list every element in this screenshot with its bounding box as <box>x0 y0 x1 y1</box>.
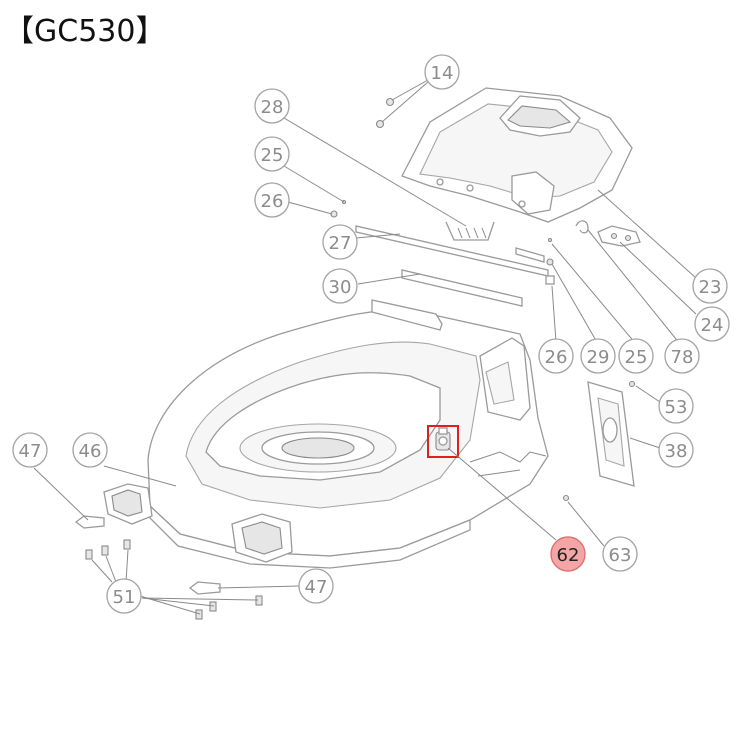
highlight-box <box>427 425 459 458</box>
callout-25-left: 25 <box>254 136 290 172</box>
callout-38: 38 <box>658 432 694 468</box>
screws-14 <box>375 97 395 129</box>
wheel-bracket-front <box>231 513 293 563</box>
callout-23: 23 <box>692 268 728 304</box>
screws-51 <box>85 539 263 620</box>
svg-text:51: 51 <box>113 587 136 608</box>
spring-78 <box>575 220 589 234</box>
callout-26-left: 26 <box>254 182 290 218</box>
svg-text:30: 30 <box>329 277 352 298</box>
svg-text:78: 78 <box>671 347 694 368</box>
bracket-24 <box>597 225 641 247</box>
svg-text:27: 27 <box>329 233 352 254</box>
screw-63 <box>562 494 570 502</box>
upper-cover-part <box>401 87 633 223</box>
callout-14: 14 <box>424 54 460 90</box>
pins-25-26 <box>330 199 347 218</box>
svg-text:47: 47 <box>305 577 328 598</box>
callout-24: 24 <box>694 306 730 342</box>
callout-63: 63 <box>602 536 638 572</box>
svg-text:46: 46 <box>79 441 102 462</box>
svg-text:47: 47 <box>19 441 42 462</box>
mower-deck-46 <box>147 299 549 569</box>
svg-text:62: 62 <box>557 545 580 566</box>
callout-30: 30 <box>322 268 358 304</box>
svg-text:26: 26 <box>545 347 568 368</box>
callout-28: 28 <box>254 88 290 124</box>
callout-78: 78 <box>664 338 700 374</box>
callout-26-right: 26 <box>538 338 574 374</box>
callout-47-left: 47 <box>12 432 48 468</box>
callout-62-highlighted: 62 <box>550 536 586 572</box>
screw-53 <box>628 380 636 388</box>
svg-text:63: 63 <box>609 545 632 566</box>
highlighted-part-62 <box>427 425 459 458</box>
rod-30 <box>401 269 523 307</box>
callout-27: 27 <box>322 224 358 260</box>
svg-text:25: 25 <box>625 347 648 368</box>
small-parts-29-25-26 <box>515 237 555 285</box>
svg-text:53: 53 <box>665 397 688 418</box>
svg-text:14: 14 <box>431 63 454 84</box>
svg-text:24: 24 <box>701 315 724 336</box>
callout-46: 46 <box>72 432 108 468</box>
callout-51: 51 <box>106 578 142 614</box>
plate-38 <box>587 381 635 487</box>
svg-text:38: 38 <box>665 441 688 462</box>
callout-47-bottom: 47 <box>298 568 334 604</box>
svg-text:25: 25 <box>261 145 284 166</box>
wheel-bracket-left <box>103 483 153 525</box>
leader-lines <box>33 79 697 615</box>
clip-47-left <box>74 515 105 529</box>
svg-text:23: 23 <box>699 277 722 298</box>
svg-text:28: 28 <box>261 97 284 118</box>
svg-text:29: 29 <box>587 347 610 368</box>
callout-29: 29 <box>580 338 616 374</box>
callout-53: 53 <box>658 388 694 424</box>
clip-47-bottom <box>188 581 221 595</box>
svg-text:26: 26 <box>261 191 284 212</box>
diagram-title: 【GC530】 <box>4 14 166 49</box>
spring-28 <box>445 221 495 241</box>
callout-25-right: 25 <box>618 338 654 374</box>
